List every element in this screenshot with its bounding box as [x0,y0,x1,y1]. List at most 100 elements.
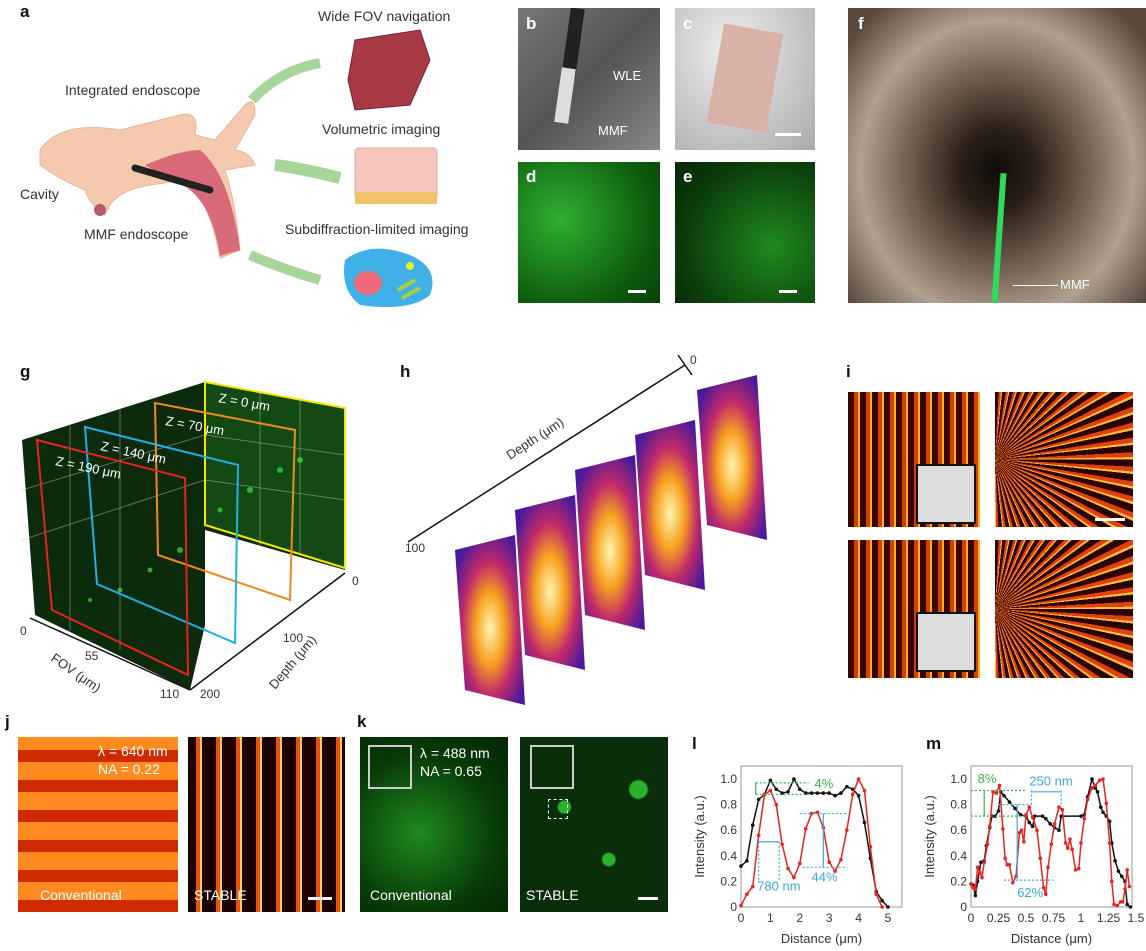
y-axis-label: Intensity (a.u.) [692,795,707,877]
data-point [856,777,861,781]
data-point [880,905,884,909]
panel-label-k: k [357,712,367,731]
data-point [1040,814,1045,818]
wide-fov-label: Wide FOV navigation [318,8,451,24]
speckle-image-2 [848,540,980,678]
data-point [980,875,984,880]
volumetric-3d-plot: 0 55 110 FOV (μm) 0 100 200 Depth (μm) Z… [20,380,359,700]
data-point [978,870,982,875]
volumetric-label: Volumetric imaging [322,121,441,137]
fov-tick: 0 [20,624,27,638]
data-point [856,793,861,798]
data-point [850,792,855,797]
scale-bar [775,133,801,136]
data-point [886,905,890,909]
depth-axis-label: Depth (μm) [503,414,566,462]
fluorescent-cells [88,457,303,602]
scale-bar [638,897,658,900]
data-point [1095,790,1100,794]
data-point [985,842,990,847]
x-tick-label: 1 [767,911,774,925]
data-point [1090,777,1094,781]
integrated-endoscope-label: Integrated endoscope [65,82,201,98]
data-point [1057,828,1061,832]
data-point [1079,814,1083,818]
data-point [739,903,743,908]
data-point [982,860,986,864]
data-point [774,787,779,792]
tissue-layer [355,192,437,204]
endoscope-illustration [39,29,438,308]
annotation-width: 780 nm [757,878,800,893]
data-point [1007,800,1012,804]
data-point [756,797,761,802]
data-point [1070,847,1074,852]
data-point [792,875,796,880]
scale-bar [308,897,332,900]
data-point [1017,830,1022,835]
series-line-black [740,777,889,908]
data-point [868,845,873,849]
cavity-opening [94,204,106,216]
data-point [1035,828,1039,832]
data-point [1121,900,1125,904]
data-point [1038,856,1043,861]
fluorescence-image-e [675,162,815,303]
data-point [833,869,837,873]
data-point [1125,902,1129,907]
data-point [756,833,761,838]
x-axis-label: Distance (μm) [781,931,862,946]
wavelength-label: λ = 640 nm [98,743,168,759]
y-tick-label: 1.0 [950,772,967,786]
panel-label-c: c [683,14,693,33]
spoke-target-image-1 [995,392,1133,527]
data-point [1123,887,1127,891]
y-tick-label: 0.6 [720,823,737,837]
data-point [975,865,980,870]
panel-label-i: i [846,362,851,381]
annotation-dip: 44% [812,869,838,884]
data-point [798,787,802,792]
depth-tick-start: 0 [690,353,697,367]
na-label: NA = 0.65 [420,763,482,779]
plane-z-140 [83,425,240,645]
data-point [1007,862,1012,867]
x-tick-label: 5 [885,911,892,925]
annotation-contrast: 8% [978,771,997,786]
y-tick-label: 0.6 [950,823,967,837]
inset-box [530,745,574,789]
annotation-dip: 62% [1017,885,1043,900]
fiber-shape-inset-looped [916,612,976,672]
data-point [1019,828,1024,832]
inset-box [368,745,412,789]
data-point [1046,865,1050,870]
y-tick-label: 0.8 [720,798,737,812]
data-point [1044,892,1048,896]
scale-bar [628,290,646,293]
fluorescence-image-d [518,162,660,303]
conventional-label: Conventional [370,887,452,903]
y-tick-label: 0.4 [950,849,967,863]
stable-label: STABLE [526,887,579,903]
plane-z-0 [204,380,346,570]
scale-bar [1095,518,1125,521]
x-axis-label: Distance (μm) [1011,931,1092,946]
data-point [774,802,779,807]
y-tick-label: 0 [730,900,737,914]
arrow-to-volumetric [274,159,342,184]
stable-image-j: STABLE [188,737,345,912]
depth-tick: 200 [200,687,220,700]
y-tick-label: 0.4 [720,849,737,863]
data-point [1099,805,1103,809]
data-point [827,791,831,795]
data-point [745,892,749,896]
data-point [827,860,831,864]
panel-label-m: m [926,734,942,753]
data-point [786,866,790,871]
depth-slice-2 [515,495,585,670]
panel-label-f: f [858,14,864,33]
data-point [1107,819,1112,824]
data-point [1030,824,1035,829]
stable-image-k: STABLE [520,737,668,912]
data-point [1097,778,1102,783]
